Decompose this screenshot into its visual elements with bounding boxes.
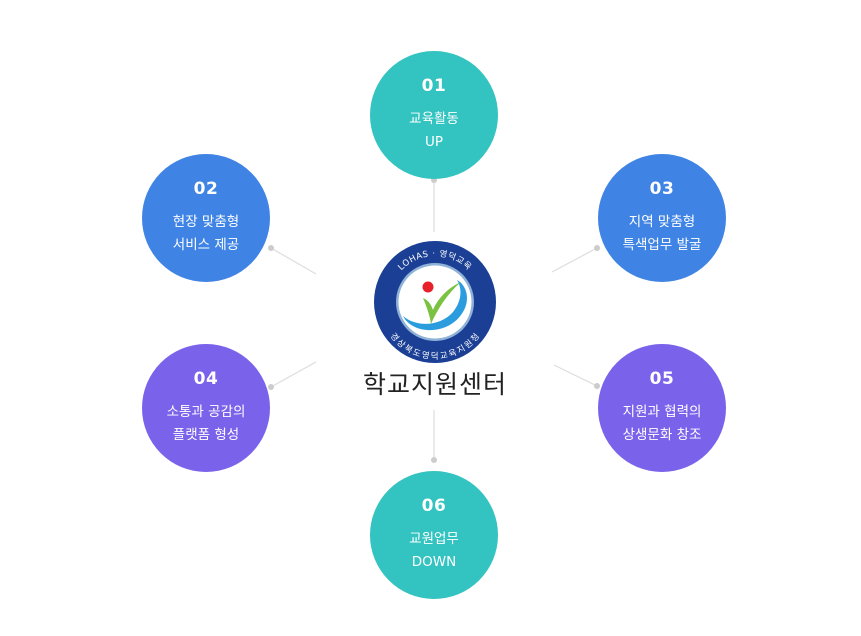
node-label-line-1: 교육활동 — [409, 111, 459, 127]
connector-line-02 — [270, 247, 317, 275]
node-number: 02 — [193, 179, 219, 199]
node-number: 03 — [649, 179, 675, 199]
node-label-line-1: 소통과 공감의 — [166, 404, 246, 420]
node-02-field-service: 02 현장 맞춤형 서비스 제공 — [142, 154, 270, 282]
node-label-line-2: DOWN — [411, 554, 457, 570]
node-label-line-2: 상생문화 창조 — [622, 427, 702, 443]
node-03-regional-tasks: 03 지역 맞춤형 특색업무 발굴 — [598, 154, 726, 282]
logo-leaf — [423, 282, 461, 324]
logo-red-dot — [422, 281, 434, 293]
logo-swoosh — [403, 280, 468, 331]
node-label-line-2: 서비스 제공 — [172, 237, 240, 253]
connector-dot-05 — [594, 383, 600, 389]
node-label-line-2: 플랫폼 형성 — [172, 427, 240, 443]
node-number: 04 — [193, 369, 219, 389]
node-06-teacher-workload: 06 교원업무 DOWN — [370, 471, 498, 599]
connector-dot-03 — [594, 245, 600, 251]
node-number: 05 — [649, 369, 675, 389]
node-01-education-activity: 01 교육활동 UP — [370, 51, 498, 179]
education-office-logo: LOHAS · 영덕교육 경상북도영덕교육지원청 — [374, 241, 496, 363]
node-label-line-1: 교원업무 — [409, 531, 459, 547]
node-label-line-1: 지역 맞춤형 — [628, 214, 696, 230]
node-05-cooperation-culture: 05 지원과 협력의 상생문화 창조 — [598, 344, 726, 472]
node-04-communication-platform: 04 소통과 공감의 플랫폼 형성 — [142, 344, 270, 472]
node-label-line-1: 현장 맞춤형 — [172, 214, 240, 230]
node-label-line-2: UP — [424, 134, 444, 150]
node-number: 06 — [421, 496, 447, 516]
node-label-line-2: 특색업무 발굴 — [622, 237, 702, 253]
node-number: 01 — [421, 76, 447, 96]
connector-dot-06 — [431, 457, 437, 463]
center-title: 학교지원센터 — [362, 370, 507, 399]
connector-line-03 — [551, 247, 598, 273]
connector-dot-04 — [268, 384, 274, 390]
node-label-line-1: 지원과 협력의 — [622, 404, 702, 420]
connector-line-04 — [270, 361, 317, 388]
connector-line-05 — [553, 364, 598, 387]
connector-dot-02 — [268, 245, 274, 251]
